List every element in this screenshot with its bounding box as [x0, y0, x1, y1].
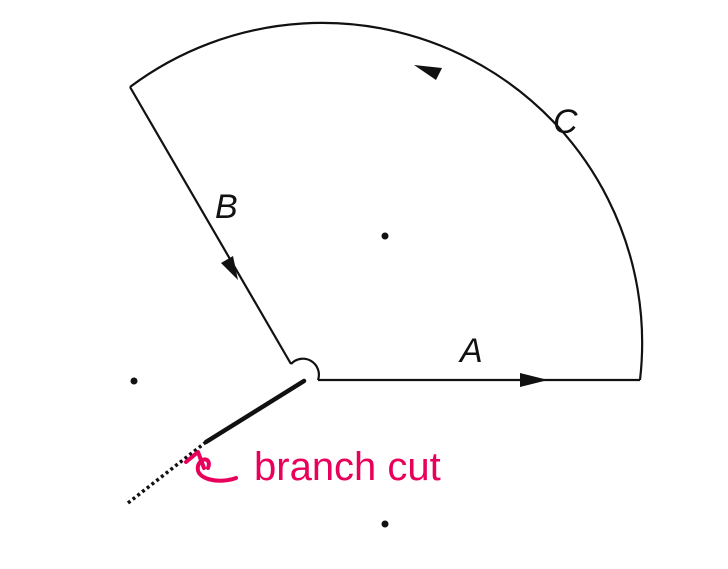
branch-cut-label: branch cut: [254, 445, 441, 489]
arc-c-arrow-icon: [414, 65, 442, 80]
pole-bottom: [381, 520, 389, 528]
branch-cut-dotted: [126, 440, 208, 505]
branch-cut-solid: [203, 378, 307, 445]
label-c: C: [553, 103, 578, 141]
segment-b-line: [129, 86, 292, 365]
indentation-arc: [290, 357, 320, 381]
pole-left: [130, 377, 138, 385]
segment-b-arrow-icon: [221, 256, 238, 280]
segment-a-arrow-icon: [520, 373, 548, 387]
pole-center: [381, 232, 389, 240]
label-a: A: [458, 332, 483, 370]
annotation-arrowhead-icon: [184, 450, 206, 470]
label-b: B: [215, 188, 238, 226]
annotation-curl-arrow-icon: [195, 457, 238, 483]
arc-c-path: [129, 21, 644, 381]
